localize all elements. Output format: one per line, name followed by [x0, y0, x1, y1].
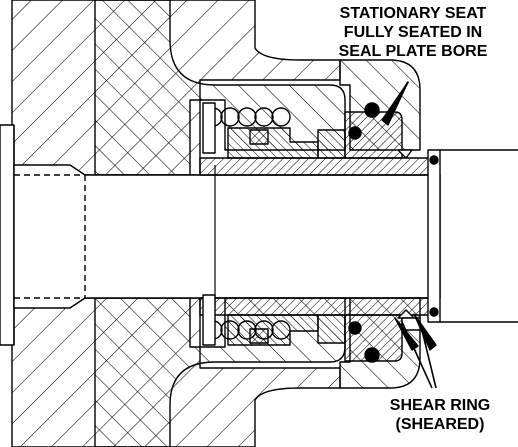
- spring-upper: [202, 102, 291, 154]
- seat-oring-lower-outer: [364, 347, 380, 363]
- seat-oring-lower-inner: [348, 321, 362, 335]
- rotating-face-lower: [317, 314, 346, 344]
- stationary-seat-callout-line-2: FULLY SEATED IN: [343, 24, 483, 41]
- stationary-seat-callout-line-3: SEAL PLATE BORE: [338, 43, 488, 60]
- stationary-seat-callout: STATIONARY SEAT FULLY SEATED IN SEAL PLA…: [308, 4, 518, 61]
- shear-ring-callout: SHEAR RING (SHEARED): [362, 396, 518, 434]
- stationary-seat-callout-line-1: STATIONARY SEAT: [339, 5, 487, 22]
- rotating-face-upper: [317, 129, 346, 159]
- seat-oring-upper-outer: [364, 102, 380, 118]
- shear-ring-callout-line-2: (SHEARED): [395, 416, 485, 433]
- motor-flange: [0, 124, 15, 346]
- sleeve-oring-upper: [429, 155, 439, 165]
- shaft-sleeve-lower: [199, 297, 431, 316]
- shear-ring-callout-line-1: SHEAR RING: [389, 397, 491, 414]
- impeller-hub-outline: [440, 149, 518, 323]
- seat-oring-upper-inner: [348, 126, 362, 140]
- sleeve-end-cap: [427, 149, 441, 323]
- shaft-sleeve-upper: [199, 157, 431, 176]
- drive-band-lower: [249, 328, 269, 344]
- shear-ring-upper: [397, 149, 413, 159]
- sleeve-oring-lower: [429, 307, 439, 317]
- pump-shaft: [13, 164, 441, 309]
- drive-band-upper: [249, 129, 269, 145]
